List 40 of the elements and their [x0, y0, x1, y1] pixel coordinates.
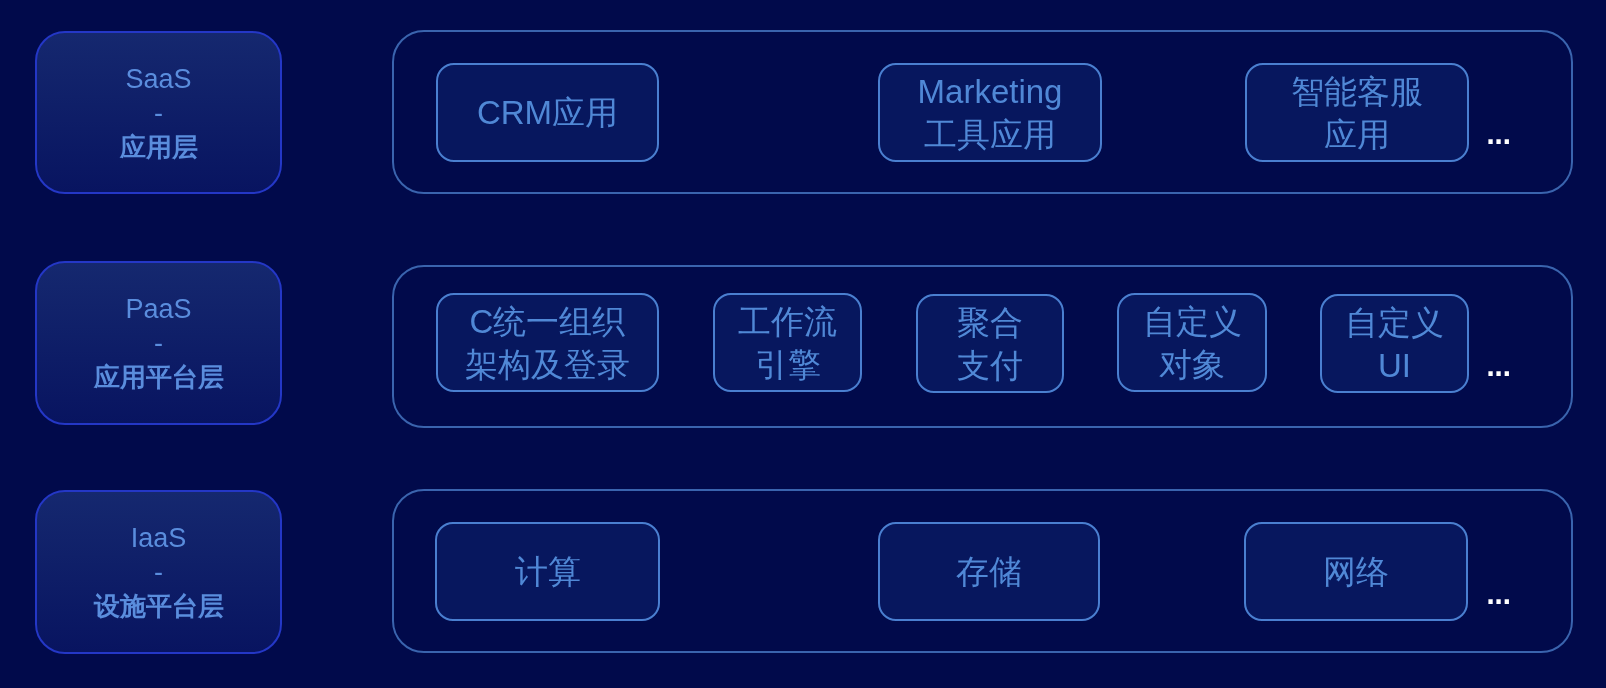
layer-panel — [392, 265, 1573, 428]
module-box — [1245, 63, 1469, 162]
module-box — [878, 522, 1100, 621]
layer-panel — [392, 30, 1573, 194]
module-label: 自定义UI — [1344, 302, 1445, 386]
module-box — [436, 63, 659, 162]
ellipsis-text: ... — [1486, 584, 1511, 608]
module-label: 计算 — [514, 552, 581, 592]
ellipsis-text: ... — [1486, 356, 1511, 380]
layer-box — [35, 490, 282, 654]
module-label: 自定义对象 — [1141, 301, 1243, 385]
layer-panel — [392, 489, 1573, 653]
module-box — [713, 293, 862, 392]
layer-title: 应用层 — [119, 130, 198, 164]
module-label: 工作流引擎 — [737, 301, 838, 385]
module-box — [1320, 294, 1469, 393]
module-label: 智能客服应用 — [1290, 71, 1424, 155]
separator-text: - — [154, 327, 163, 360]
layer-name: SaaS — [125, 62, 192, 96]
layer-box — [35, 31, 282, 194]
module-label: 存储 — [956, 552, 1022, 592]
layer-box — [35, 261, 282, 425]
module-box — [916, 294, 1064, 393]
separator-text: - — [154, 556, 163, 589]
module-box — [1244, 522, 1468, 621]
module-box — [1117, 293, 1267, 392]
layer-title: 设施平台层 — [93, 590, 224, 623]
module-box — [435, 522, 660, 621]
module-box — [878, 63, 1102, 162]
ellipsis-text: ... — [1486, 124, 1511, 148]
module-label: CRM应用 — [476, 93, 619, 133]
module-label: 聚合支付 — [956, 302, 1024, 386]
module-box — [436, 293, 659, 392]
module-label: Marketing 工具应用 — [916, 71, 1064, 155]
layer-name: IaaS — [130, 522, 187, 555]
separator-text: - — [154, 96, 163, 130]
module-label: C统一组织架构及登录 — [464, 301, 631, 385]
module-label: 网络 — [1323, 552, 1389, 592]
layer-name: PaaS — [125, 293, 192, 326]
layer-title: 应用平台层 — [93, 361, 224, 394]
